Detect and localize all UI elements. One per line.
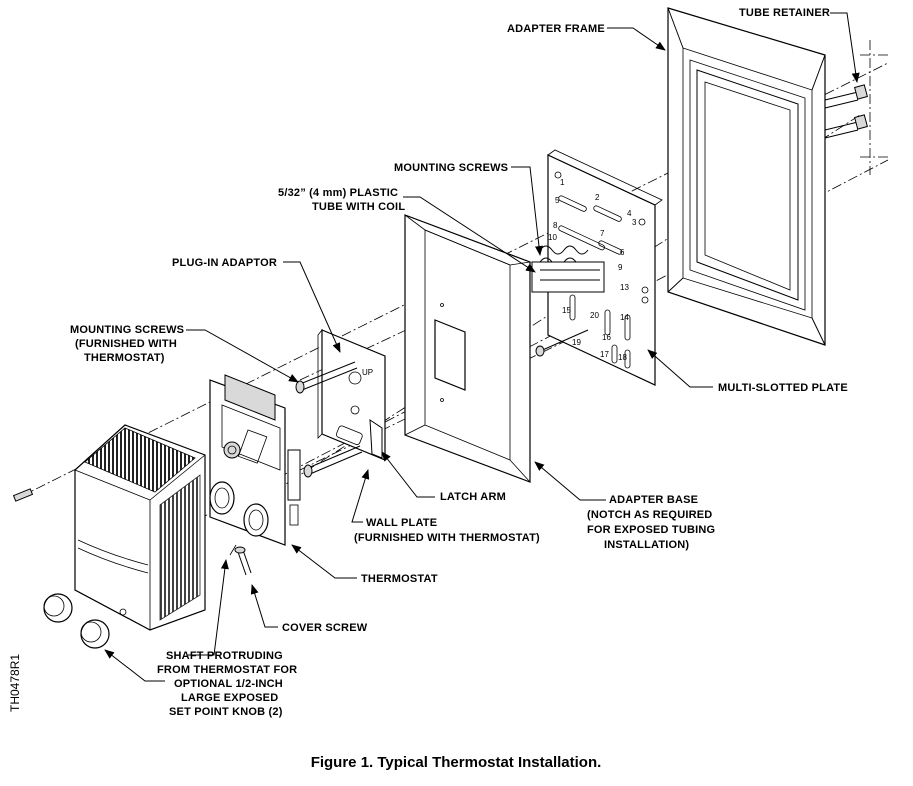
label-shaft-5: SET POINT KNOB (2): [169, 706, 283, 718]
plate-number: 6: [620, 248, 625, 257]
plate-number: 8: [553, 221, 558, 230]
figure-caption: Figure 1. Typical Thermostat Installatio…: [311, 754, 602, 771]
up-marking: UP: [362, 368, 373, 377]
label-adapter-frame: ADAPTER FRAME: [507, 23, 605, 35]
thermostat-cover: [74, 424, 206, 631]
label-shaft-3: OPTIONAL 1/2-INCH: [174, 678, 283, 690]
label-plug-in-adaptor: PLUG-IN ADAPTOR: [172, 257, 277, 269]
label-mounting-screws-left-2: (FURNISHED WITH: [75, 338, 177, 350]
plate-number: 7: [600, 229, 605, 238]
plate-number: 3: [632, 218, 637, 227]
label-latch-arm: LATCH ARM: [440, 491, 506, 503]
plate-number: 18: [618, 353, 627, 362]
label-plastic-tube-1: 5/32” (4 mm) PLASTIC: [278, 187, 398, 199]
left-cover-screw: [12, 488, 34, 502]
label-adapter-base-4: INSTALLATION): [604, 539, 689, 551]
label-mounting-screws-left-1: MOUNTING SCREWS: [70, 324, 184, 336]
adapter-frame: [667, 7, 826, 346]
figure-code: TH0478R1: [8, 654, 22, 712]
wall-plate: UP: [317, 328, 386, 461]
plate-number: 13: [620, 283, 629, 292]
setpoint-knobs: [43, 593, 110, 649]
label-shaft-4: LARGE EXPOSED: [181, 692, 278, 704]
label-wall-plate-2: (FURNISHED WITH THERMOSTAT): [354, 532, 540, 544]
tube-retainers: [824, 84, 868, 139]
plate-number: 14: [620, 313, 629, 322]
wall-plate-screws: [295, 361, 363, 478]
plate-number: 1: [560, 178, 565, 187]
label-mounting-screws-left-3: THERMOSTAT): [84, 352, 165, 364]
label-multi-slotted-plate: MULTI-SLOTTED PLATE: [718, 382, 848, 394]
multi-slotted-plate: 1 2 3 4 5 6 7 8 9 10 13 14 15 16 17 18 1…: [531, 149, 663, 386]
plate-number: 5: [555, 196, 560, 205]
label-tube-retainer: TUBE RETAINER: [739, 7, 830, 19]
label-wall-plate-1: WALL PLATE: [366, 517, 437, 529]
label-shaft-1: SHAFT PROTRUDING: [166, 650, 283, 662]
thermostat-dials: [209, 481, 269, 537]
adapter-base: [404, 214, 532, 483]
label-thermostat: THERMOSTAT: [361, 573, 438, 585]
callout-labels: ADAPTER FRAME TUBE RETAINER MOUNTING SCR…: [70, 7, 848, 718]
label-mounting-screws-top: MOUNTING SCREWS: [394, 162, 508, 174]
label-plastic-tube-2: TUBE WITH COIL: [312, 201, 405, 213]
plate-number: 20: [590, 311, 599, 320]
label-adapter-base-1: ADAPTER BASE: [609, 494, 698, 506]
plate-number: 16: [602, 333, 611, 342]
label-cover-screw: COVER SCREW: [282, 622, 368, 634]
plate-number: 15: [562, 306, 571, 315]
plate-number: 19: [572, 338, 581, 347]
plate-number: 4: [627, 209, 632, 218]
plate-screw: [535, 329, 589, 357]
plate-number: 10: [548, 233, 557, 242]
plastic-tube-coil: [531, 245, 605, 293]
label-shaft-2: FROM THERMOSTAT FOR: [157, 664, 297, 676]
leader-lines: [104, 12, 860, 682]
plate-number: 2: [595, 193, 600, 202]
label-adapter-base-2: (NOTCH AS REQUIRED: [587, 509, 712, 521]
label-adapter-base-3: FOR EXPOSED TUBING: [587, 524, 715, 536]
cover-screw: [229, 544, 252, 576]
plate-numbers: 1 2 3 4 5 6 7 8 9 10 13 14 15 16 17 18 1…: [548, 178, 637, 362]
plate-number: 17: [600, 350, 609, 359]
plate-number: 9: [618, 263, 623, 272]
thermostat-body: [209, 374, 301, 546]
